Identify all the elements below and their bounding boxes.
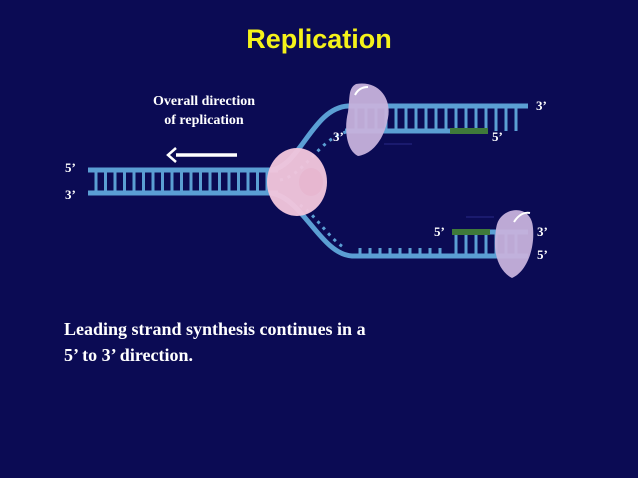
upper-polymerase <box>346 83 389 156</box>
label-parent-top-5: 5’ <box>65 160 76 175</box>
label-lower-fork-3-right: 3’ <box>537 224 548 239</box>
direction-arrow <box>166 147 237 163</box>
direction-label-line2: of replication <box>164 113 244 128</box>
label-upper-new-5: 5’ <box>492 129 503 144</box>
slide-caption: Leading strand synthesis continues in a … <box>64 316 584 368</box>
label-lower-fork-5-right: 5’ <box>537 247 548 262</box>
label-upper-new-3: 3’ <box>333 129 344 144</box>
parental-duplex <box>88 167 278 196</box>
label-lower-new-5: 5’ <box>434 224 445 239</box>
caption-line1: Leading strand synthesis continues in a <box>64 319 366 339</box>
lower-rna-primer <box>452 229 490 235</box>
helicase <box>267 148 327 216</box>
direction-label-line1: Overall direction <box>153 94 255 109</box>
upper-rna-primer <box>450 128 488 134</box>
label-parent-bottom-3: 3’ <box>65 187 76 202</box>
slide-title: Replication <box>246 24 392 54</box>
label-upper-fork-3-right: 3’ <box>536 98 547 113</box>
lower-polymerase <box>494 210 534 278</box>
caption-line2: 5’ to 3’ direction. <box>64 345 193 365</box>
